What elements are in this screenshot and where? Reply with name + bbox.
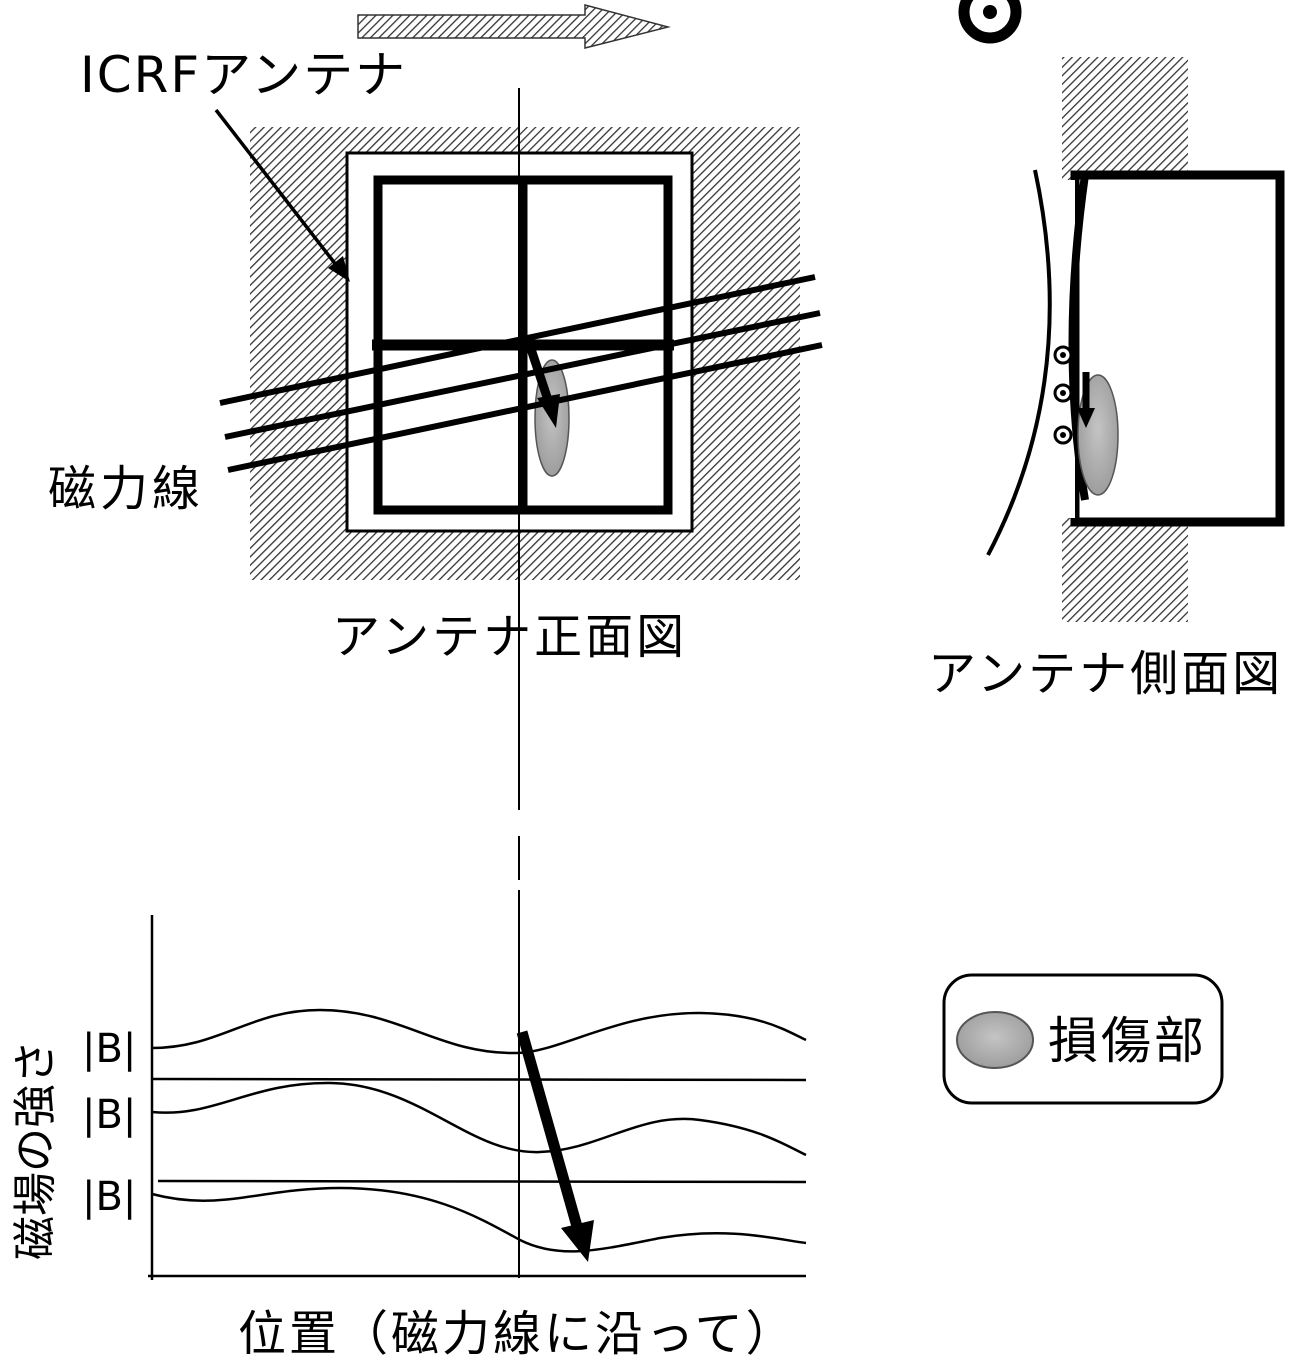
antenna-label: ICRFアンテナ <box>80 46 407 104</box>
antenna-side-view <box>986 57 1285 622</box>
direction-arrow <box>357 4 671 49</box>
x-axis-label: 位置（磁力線に沿って） <box>238 1306 797 1360</box>
b-marker-2: |B| <box>82 1092 136 1138</box>
front-view-label: アンテナ正面図 <box>332 609 687 665</box>
y-axis-label: 磁場の強さ <box>10 1040 61 1260</box>
field-out-of-page-icon <box>958 0 1022 44</box>
field-strength-plot: |B| |B| |B| <box>82 915 807 1280</box>
legend-damage-label: 損傷部 <box>1048 1012 1207 1070</box>
side-view-label: アンテナ側面図 <box>928 646 1283 702</box>
legend: 損傷部 <box>942 973 1224 1105</box>
field-dot-icon <box>1053 345 1073 445</box>
b-marker-1: |B| <box>82 1026 136 1072</box>
b-marker-3: |B| <box>82 1174 136 1220</box>
damage-legend-swatch <box>956 1011 1034 1069</box>
antenna-pointer-arrow <box>214 108 350 282</box>
antenna-front-view <box>219 127 823 580</box>
field-line-label: 磁力線 <box>48 461 204 517</box>
